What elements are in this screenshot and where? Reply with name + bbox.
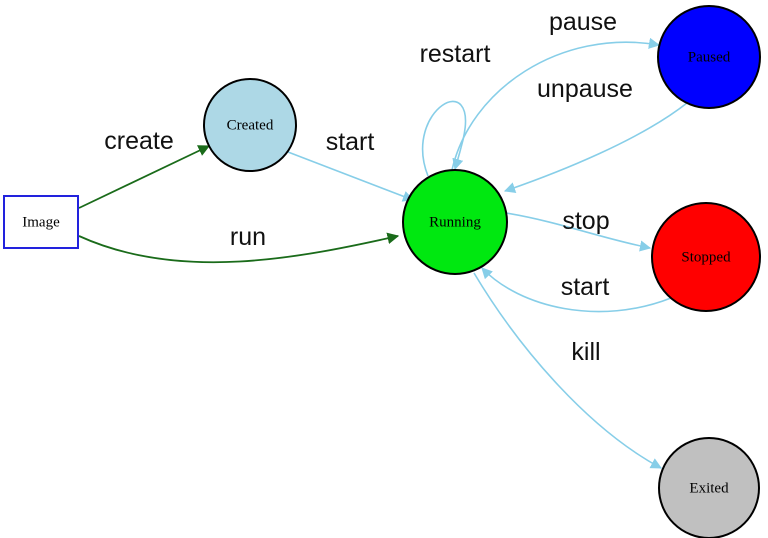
edge-create [78,145,211,209]
edge-label-unpause: unpause [537,75,633,103]
edge-label-pause: pause [549,8,617,36]
edge-restart [421,100,467,177]
edge-pause [451,37,661,171]
edge-kill [473,272,662,469]
edge-label-kill: kill [571,338,600,366]
node-image-label: Image [22,214,60,230]
edge-start-created [287,151,415,202]
edge-label-create: create [104,127,173,155]
node-image[interactable] [3,195,79,249]
node-running[interactable] [402,169,508,275]
node-paused-label: Paused [688,49,731,65]
edge-unpause [503,102,688,194]
edge-label-start-stopped: start [561,273,610,301]
edge-run [78,232,400,264]
node-stopped[interactable] [651,202,761,312]
edge-label-start-created: start [326,128,375,156]
edge-stop [505,212,652,252]
node-running-label: Running [429,214,481,230]
edge-label-restart: restart [420,40,491,68]
node-exited-label: Exited [689,480,729,496]
node-created-label: Created [227,117,274,133]
node-created[interactable] [203,78,297,172]
edge-label-run: run [230,223,266,251]
edge-label-stop: stop [562,207,609,235]
node-paused[interactable] [657,5,761,109]
node-exited[interactable] [658,437,760,538]
node-stopped-label: Stopped [681,249,731,265]
edge-start-stopped [481,267,672,313]
